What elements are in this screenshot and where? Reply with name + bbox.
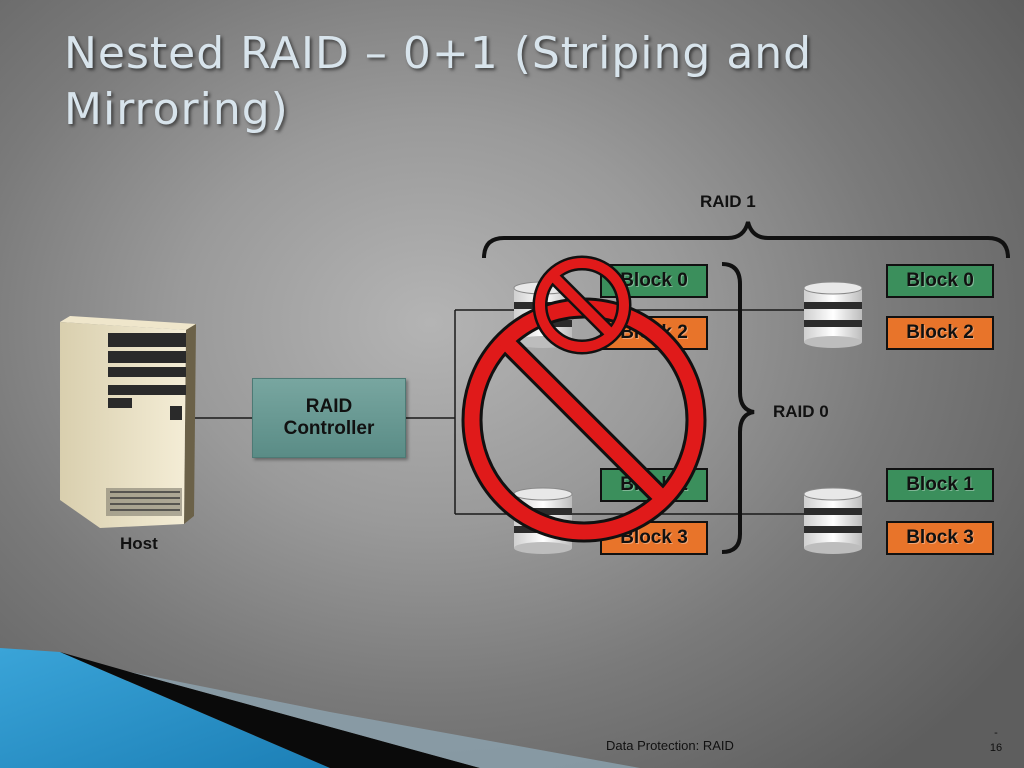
block-right-bottom-orange: Block 3	[886, 521, 994, 555]
no-symbol-icon	[532, 255, 632, 355]
block-right-bottom-green: Block 1	[886, 468, 994, 502]
page-number-dash: -	[994, 727, 998, 739]
page-number-value: 16	[989, 742, 1003, 754]
host-label: Host	[120, 534, 158, 553]
block-right-top-orange: Block 2	[886, 316, 994, 350]
raid0-brace	[721, 262, 755, 554]
disk-icon	[803, 281, 863, 348]
page-number: - 16	[984, 726, 1008, 756]
raid1-brace	[482, 221, 1010, 259]
raid0-label: RAID 0	[773, 402, 829, 421]
raid-controller-label-line2: Controller	[283, 418, 375, 439]
block-right-top-green: Block 0	[886, 264, 994, 298]
teal-swoosh	[0, 648, 330, 768]
raid1-label: RAID 1	[700, 192, 756, 211]
slide-footer: Data Protection: RAID	[606, 738, 734, 753]
disk-icon	[803, 487, 863, 554]
raid-controller-label-line1: RAID	[305, 396, 353, 417]
host-server-icon	[60, 316, 196, 528]
slide-title: Nested RAID – 0+1 (Striping and Mirrorin…	[64, 28, 813, 135]
raid-controller-box: RAID Controller	[252, 378, 406, 458]
